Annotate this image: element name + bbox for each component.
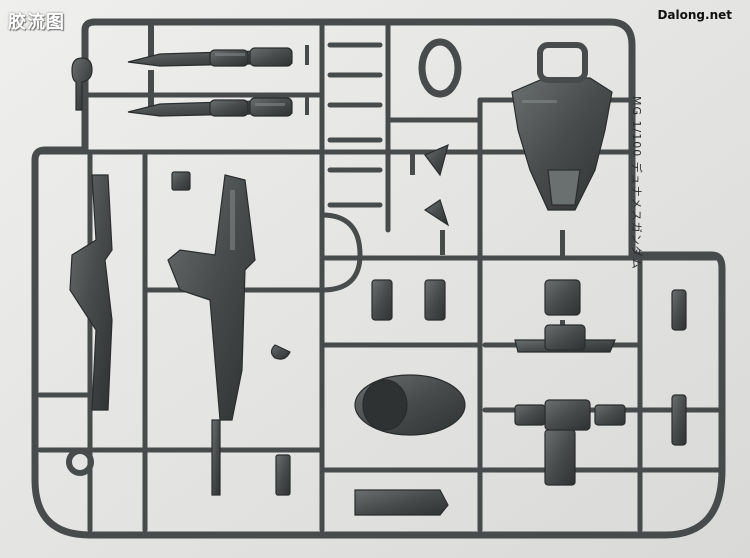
plastic-highlights (215, 53, 557, 250)
watermark-left: 胶流图 (8, 12, 65, 33)
watermark-right: Dalong.net (657, 8, 732, 22)
sprue-parts (66, 38, 687, 516)
sprue-label: MG 1/100 デュナメスガンダム (630, 96, 643, 270)
